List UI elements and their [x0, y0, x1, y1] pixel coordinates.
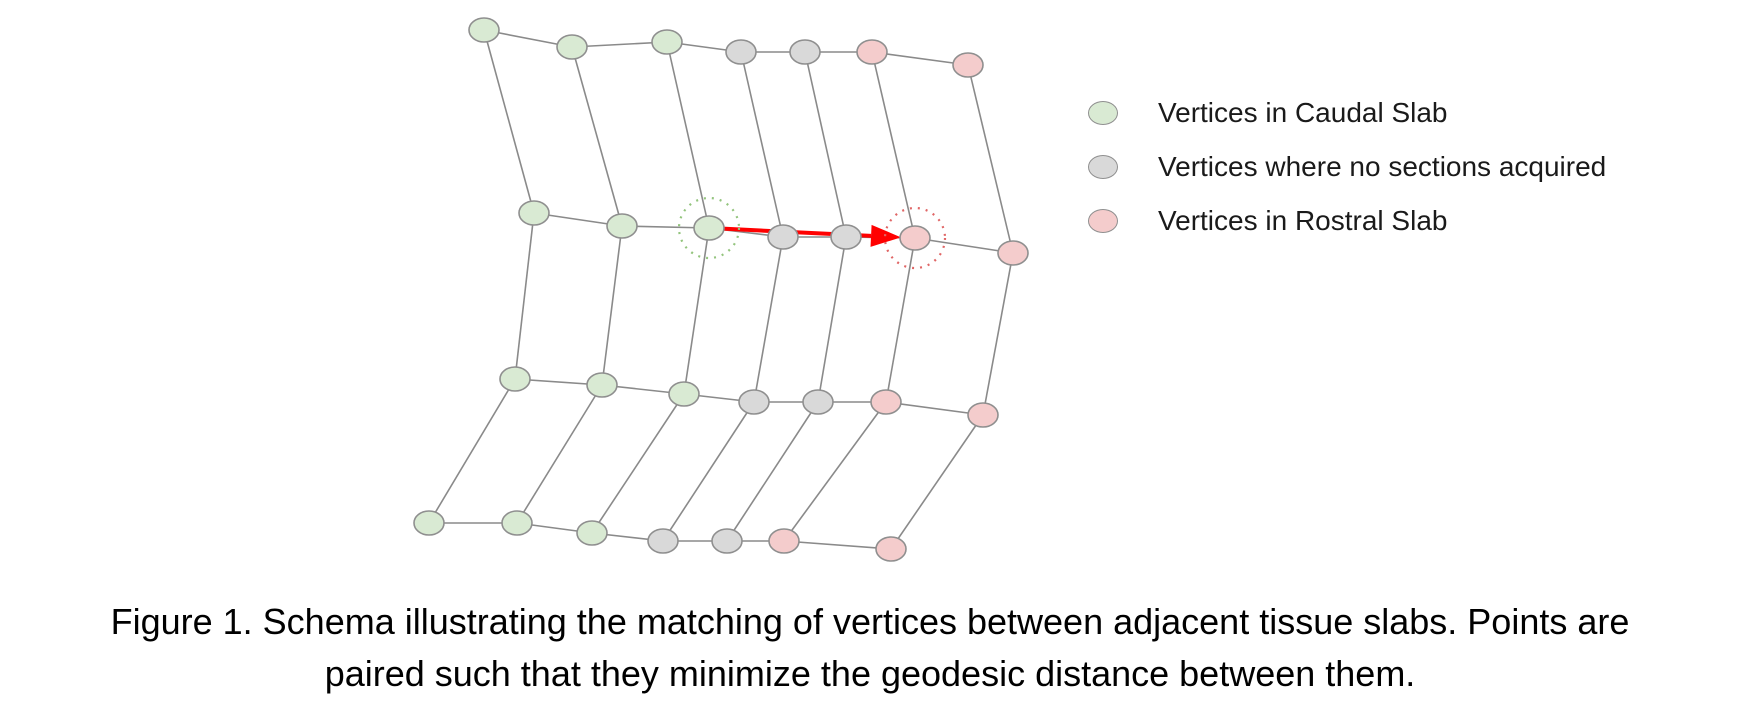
- mesh-edge: [683, 227, 710, 395]
- vertex-caudal: [586, 372, 618, 398]
- caption-line-1: Figure 1. Schema illustrating the matchi…: [110, 601, 1630, 642]
- mesh-edge: [914, 237, 1014, 254]
- vertex-caudal: [668, 381, 700, 407]
- vertex-caudal: [576, 520, 608, 546]
- legend-item-caudal: Vertices in Caudal Slab: [1088, 86, 1606, 140]
- vertex-caudal: [693, 215, 725, 241]
- mesh-edge: [885, 237, 916, 403]
- match-ring-caudal: [677, 196, 741, 260]
- vertex-gap: [767, 224, 799, 250]
- mesh-edge: [726, 401, 819, 542]
- match-ring-rostral: [883, 206, 947, 270]
- vertex-rostral: [875, 536, 907, 562]
- mesh-edge: [783, 401, 887, 542]
- vertex-caudal: [518, 200, 550, 226]
- mesh-edges: [428, 29, 1014, 550]
- vertex-caudal: [501, 510, 533, 536]
- vertex-rostral: [997, 240, 1029, 266]
- vertex-gap: [711, 528, 743, 554]
- mesh-edge: [871, 51, 969, 66]
- vertex-rostral: [856, 39, 888, 65]
- vertex-caudal: [651, 29, 683, 55]
- mesh-edge: [601, 225, 623, 386]
- mesh-edge: [804, 51, 847, 238]
- vertex-caudal: [468, 17, 500, 43]
- match-rings: [677, 196, 947, 270]
- mesh-edge: [571, 41, 668, 48]
- mesh-edge: [982, 252, 1014, 416]
- legend-item-rostral: Vertices in Rostral Slab: [1088, 194, 1606, 248]
- legend-label-gap: Vertices where no sections acquired: [1158, 151, 1607, 182]
- figure-caption: Figure 1. Schema illustrating the matchi…: [0, 596, 1740, 700]
- mesh-edge: [591, 393, 685, 534]
- vertex-rostral: [967, 402, 999, 428]
- legend-label-caudal: Vertices in Caudal Slab: [1158, 97, 1448, 128]
- vertex-rostral: [870, 389, 902, 415]
- vertex-gap: [830, 224, 862, 250]
- vertex-caudal: [606, 213, 638, 239]
- vertex-gap: [725, 39, 757, 65]
- mesh-edge: [571, 46, 623, 227]
- mesh-edge: [428, 378, 516, 524]
- legend-swatch-rostral: [1088, 209, 1118, 233]
- mesh-edge: [783, 540, 892, 550]
- mesh-edge: [885, 401, 984, 416]
- caption-line-2: paired such that they minimize the geode…: [324, 653, 1416, 694]
- mesh-edge: [817, 236, 847, 403]
- mesh-edge: [483, 29, 535, 214]
- legend: Vertices in Caudal Slab Vertices where n…: [1088, 86, 1606, 248]
- mesh-edge: [666, 41, 710, 229]
- vertex-gap: [647, 528, 679, 554]
- legend-swatch-gap: [1088, 155, 1118, 179]
- vertex-caudal: [413, 510, 445, 536]
- vertex-gap: [738, 389, 770, 415]
- legend-item-gap: Vertices where no sections acquired: [1088, 140, 1606, 194]
- vertex-caudal: [556, 34, 588, 60]
- mesh-edge: [890, 414, 984, 550]
- mesh-edge: [753, 236, 784, 403]
- mesh-edge: [967, 64, 1014, 254]
- mesh-edge: [514, 212, 535, 380]
- legend-label-rostral: Vertices in Rostral Slab: [1158, 205, 1448, 236]
- vertex-rostral: [952, 52, 984, 78]
- mesh-edge: [871, 51, 916, 239]
- vertex-gap: [789, 39, 821, 65]
- vertex-rostral: [899, 225, 931, 251]
- vertex-caudal: [499, 366, 531, 392]
- legend-swatch-caudal: [1088, 101, 1118, 125]
- matching-arrow-group: [722, 224, 902, 247]
- vertex-gap: [802, 389, 834, 415]
- mesh-edge: [662, 401, 755, 542]
- mesh-edge: [516, 384, 603, 524]
- vertex-rostral: [768, 528, 800, 554]
- mesh-vertices: [413, 17, 1029, 562]
- mesh-edge: [740, 51, 784, 238]
